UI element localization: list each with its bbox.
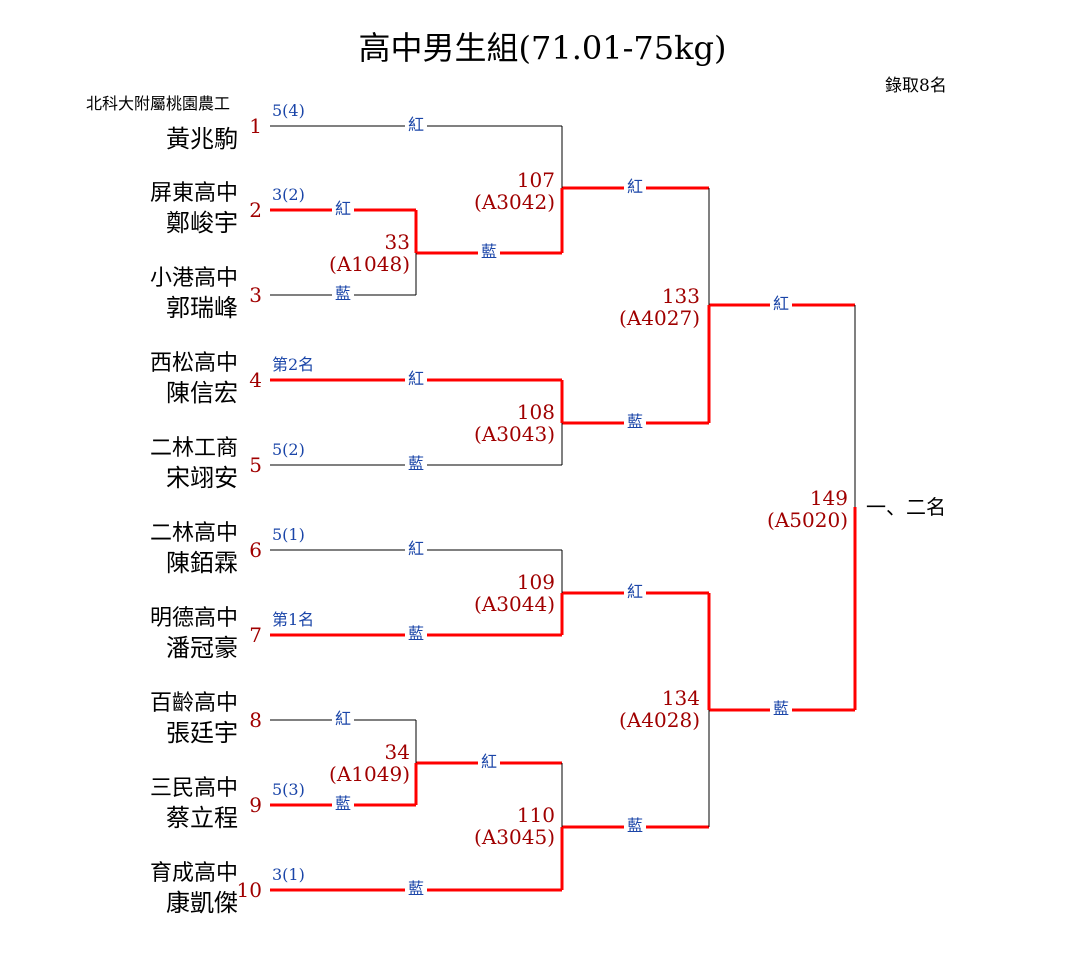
match-code: (A4028) xyxy=(619,708,700,732)
corner-red-label: 紅 xyxy=(623,179,647,195)
player-number: 3 xyxy=(249,283,262,307)
player-school: 北科大附屬桃園農工 xyxy=(85,94,230,113)
player-school: 育成高中 xyxy=(149,861,238,886)
match-number: 107 xyxy=(516,168,555,192)
player-school: 三民高中 xyxy=(149,776,238,801)
match-number: 110 xyxy=(516,803,555,827)
final-placing-label: 一、二名 xyxy=(866,495,946,519)
player-number: 7 xyxy=(249,623,262,647)
player-number: 9 xyxy=(249,793,262,817)
player-seed: 5(1) xyxy=(272,525,305,544)
corner-blue-label: 藍 xyxy=(331,286,355,302)
corner-red-label: 紅 xyxy=(404,541,428,557)
match-code: (A3043) xyxy=(474,422,555,446)
page-title: 高中男生組(71.01-75kg) xyxy=(358,29,727,67)
match-code: (A1049) xyxy=(329,762,410,786)
player-school: 二林工商 xyxy=(149,436,238,461)
match-code: (A4027) xyxy=(619,306,700,330)
match-code: (A5020) xyxy=(767,508,848,532)
match-number: 134 xyxy=(661,686,700,710)
player-school: 二林高中 xyxy=(149,521,238,546)
corner-blue-label: 藍 xyxy=(477,244,501,260)
player-seed: 5(2) xyxy=(272,440,305,459)
player-name: 陳信宏 xyxy=(166,379,238,407)
match-number: 133 xyxy=(661,284,700,308)
player-seed: 3(1) xyxy=(272,865,305,884)
match-code: (A1048) xyxy=(329,252,410,276)
corner-blue-label: 藍 xyxy=(404,456,428,472)
corner-red-label: 紅 xyxy=(623,584,647,600)
corner-red-label: 紅 xyxy=(769,296,793,312)
corner-red-label: 紅 xyxy=(331,201,355,217)
player-name: 張廷宇 xyxy=(166,719,238,747)
player-school: 明德高中 xyxy=(149,606,238,631)
player-number: 1 xyxy=(249,114,262,138)
corner-red-label: 紅 xyxy=(331,711,355,727)
corner-red-label: 紅 xyxy=(404,117,428,133)
player-number: 8 xyxy=(249,708,262,732)
player-name: 潘冠豪 xyxy=(166,634,238,662)
player-name: 郭瑞峰 xyxy=(166,294,238,322)
player-name: 黃兆駒 xyxy=(166,125,238,153)
match-code: (A3044) xyxy=(474,592,555,616)
match-code: (A3045) xyxy=(474,825,555,849)
player-seed: 5(3) xyxy=(272,780,305,799)
match-number: 109 xyxy=(516,570,555,594)
player-number: 6 xyxy=(249,538,262,562)
player-number: 10 xyxy=(236,878,262,902)
player-number: 2 xyxy=(249,198,262,222)
match-number: 149 xyxy=(809,486,848,510)
player-name: 鄭峻宇 xyxy=(166,209,238,237)
player-school: 西松高中 xyxy=(149,351,238,376)
player-school: 百齡高中 xyxy=(149,691,238,716)
player-name: 康凱傑 xyxy=(166,889,238,917)
corner-red-label: 紅 xyxy=(477,754,501,770)
player-school: 小港高中 xyxy=(149,266,238,291)
player-school: 屏東高中 xyxy=(149,181,238,206)
corner-blue-label: 藍 xyxy=(404,881,428,897)
corner-blue-label: 藍 xyxy=(623,818,647,834)
player-name: 宋翊安 xyxy=(166,464,238,492)
player-number: 5 xyxy=(249,453,262,477)
match-number: 34 xyxy=(384,740,410,764)
match-number: 108 xyxy=(516,400,555,424)
player-seed: 第2名 xyxy=(272,355,315,374)
corner-blue-label: 藍 xyxy=(404,626,428,642)
quota-label: 錄取8名 xyxy=(885,76,947,96)
player-seed: 5(4) xyxy=(272,101,305,120)
player-name: 陳銆霖 xyxy=(166,549,238,577)
player-name: 蔡立程 xyxy=(166,804,238,832)
player-seed: 3(2) xyxy=(272,185,305,204)
corner-red-label: 紅 xyxy=(404,371,428,387)
corner-blue-label: 藍 xyxy=(623,414,647,430)
match-number: 33 xyxy=(384,230,410,254)
match-code: (A3042) xyxy=(474,190,555,214)
corner-blue-label: 藍 xyxy=(769,701,793,717)
corner-blue-label: 藍 xyxy=(331,796,355,812)
player-number: 4 xyxy=(249,368,262,392)
player-seed: 第1名 xyxy=(272,610,315,629)
